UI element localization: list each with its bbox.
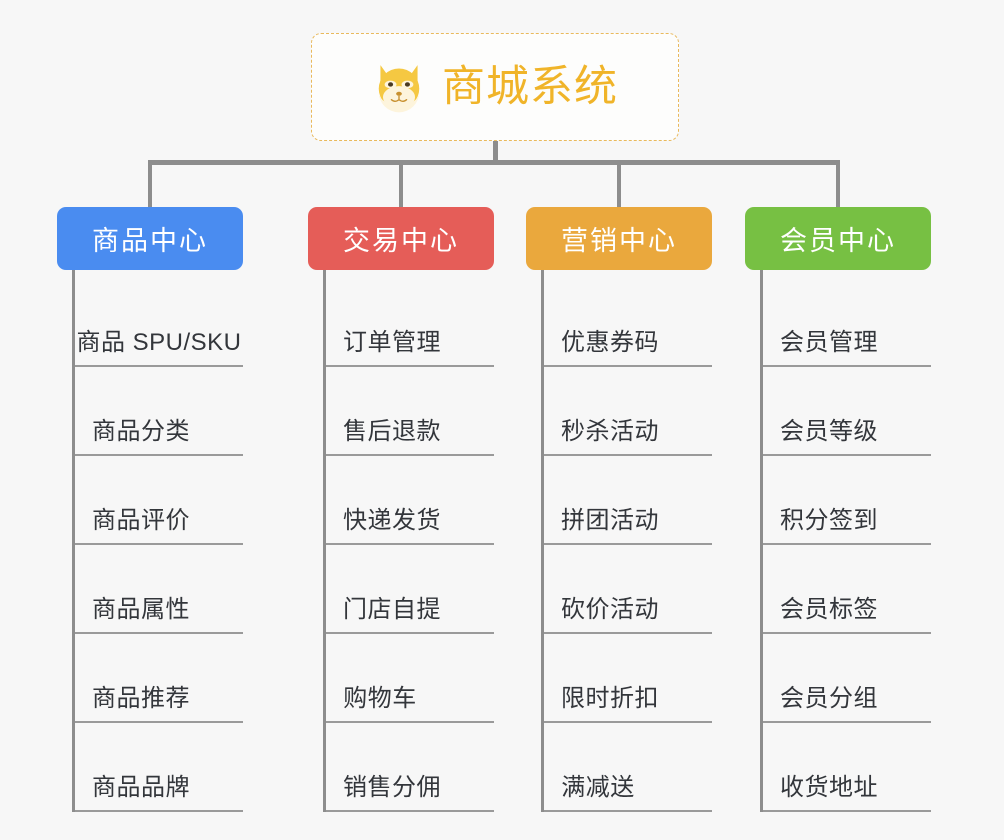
root-stem-connector xyxy=(493,141,498,164)
list-item-label: 订单管理 xyxy=(343,329,441,356)
list-item-label: 门店自提 xyxy=(343,596,441,623)
drop-connector-marketing-center xyxy=(617,160,621,207)
list-item[interactable]: 积分签到 xyxy=(763,456,931,545)
list-item-label: 商品 SPU/SKU xyxy=(76,329,242,356)
list-item[interactable]: 商品分类 xyxy=(75,367,243,456)
list-item-label: 拼团活动 xyxy=(561,507,659,534)
list-item[interactable]: 商品评价 xyxy=(75,456,243,545)
list-item-label: 商品评价 xyxy=(92,507,190,534)
list-item-label: 会员等级 xyxy=(780,418,878,445)
root-title: 商城系统 xyxy=(442,62,618,111)
list-item-label: 限时折扣 xyxy=(561,685,659,712)
drop-connector-trade-center xyxy=(399,160,403,207)
list-item-label: 优惠券码 xyxy=(561,329,659,356)
list-item-label: 砍价活动 xyxy=(561,596,659,623)
category-header-label: 交易中心 xyxy=(343,226,459,256)
list-item-label: 商品分类 xyxy=(92,418,190,445)
list-item[interactable]: 砍价活动 xyxy=(544,545,712,634)
list-item[interactable]: 限时折扣 xyxy=(544,634,712,723)
list-item-label: 销售分佣 xyxy=(343,774,441,801)
column-trade-center: 交易中心 订单管理 售后退款 快递发货 门店自提 购物车 销售分佣 xyxy=(308,207,494,812)
list-item[interactable]: 商品 SPU/SKU xyxy=(75,278,243,367)
list-item[interactable]: 销售分佣 xyxy=(326,723,494,812)
category-header-product-center[interactable]: 商品中心 xyxy=(57,207,243,270)
root-node[interactable]: 商城系统 xyxy=(311,33,679,141)
list-item[interactable]: 商品推荐 xyxy=(75,634,243,723)
list-item-label: 会员标签 xyxy=(780,596,878,623)
list-item[interactable]: 会员标签 xyxy=(763,545,931,634)
list-item-label: 购物车 xyxy=(343,685,417,712)
list-item[interactable]: 优惠券码 xyxy=(544,278,712,367)
drop-connector-member-center xyxy=(836,160,840,207)
horizontal-bus-connector xyxy=(148,160,840,165)
list-item[interactable]: 收货地址 xyxy=(763,723,931,812)
list-item[interactable]: 满减送 xyxy=(544,723,712,812)
list-item-label: 商品属性 xyxy=(92,596,190,623)
list-item-label: 售后退款 xyxy=(343,418,441,445)
leaf-list-product-center: 商品 SPU/SKU 商品分类 商品评价 商品属性 商品推荐 商品品牌 xyxy=(72,270,243,812)
category-header-marketing-center[interactable]: 营销中心 xyxy=(526,207,712,270)
category-header-label: 会员中心 xyxy=(780,226,896,256)
leaf-list-trade-center: 订单管理 售后退款 快递发货 门店自提 购物车 销售分佣 xyxy=(323,270,494,812)
list-item-label: 快递发货 xyxy=(343,507,441,534)
list-item-label: 满减送 xyxy=(561,774,635,801)
list-item[interactable]: 商品属性 xyxy=(75,545,243,634)
column-product-center: 商品中心 商品 SPU/SKU 商品分类 商品评价 商品属性 商品推荐 商品品牌 xyxy=(57,207,243,812)
category-header-label: 营销中心 xyxy=(561,226,677,256)
leaf-list-marketing-center: 优惠券码 秒杀活动 拼团活动 砍价活动 限时折扣 满减送 xyxy=(541,270,712,812)
shiba-dog-emoji xyxy=(372,60,426,114)
column-member-center: 会员中心 会员管理 会员等级 积分签到 会员标签 会员分组 收货地址 xyxy=(745,207,931,812)
list-item-label: 秒杀活动 xyxy=(561,418,659,445)
drop-connector-product-center xyxy=(148,160,152,207)
list-item[interactable]: 门店自提 xyxy=(326,545,494,634)
list-item[interactable]: 拼团活动 xyxy=(544,456,712,545)
list-item-label: 会员分组 xyxy=(780,685,878,712)
list-item[interactable]: 订单管理 xyxy=(326,278,494,367)
list-item[interactable]: 会员分组 xyxy=(763,634,931,723)
root-node-content: 商城系统 xyxy=(372,60,618,114)
category-header-label: 商品中心 xyxy=(92,226,208,256)
list-item[interactable]: 购物车 xyxy=(326,634,494,723)
leaf-list-member-center: 会员管理 会员等级 积分签到 会员标签 会员分组 收货地址 xyxy=(760,270,931,812)
list-item[interactable]: 会员管理 xyxy=(763,278,931,367)
list-item[interactable]: 快递发货 xyxy=(326,456,494,545)
category-header-trade-center[interactable]: 交易中心 xyxy=(308,207,494,270)
list-item-label: 商品品牌 xyxy=(92,774,190,801)
category-header-member-center[interactable]: 会员中心 xyxy=(745,207,931,270)
list-item-label: 商品推荐 xyxy=(92,685,190,712)
list-item-label: 会员管理 xyxy=(780,329,878,356)
list-item[interactable]: 商品品牌 xyxy=(75,723,243,812)
list-item[interactable]: 售后退款 xyxy=(326,367,494,456)
list-item-label: 收货地址 xyxy=(780,774,878,801)
list-item-label: 积分签到 xyxy=(780,507,878,534)
list-item[interactable]: 秒杀活动 xyxy=(544,367,712,456)
list-item[interactable]: 会员等级 xyxy=(763,367,931,456)
column-marketing-center: 营销中心 优惠券码 秒杀活动 拼团活动 砍价活动 限时折扣 满减送 xyxy=(526,207,712,812)
